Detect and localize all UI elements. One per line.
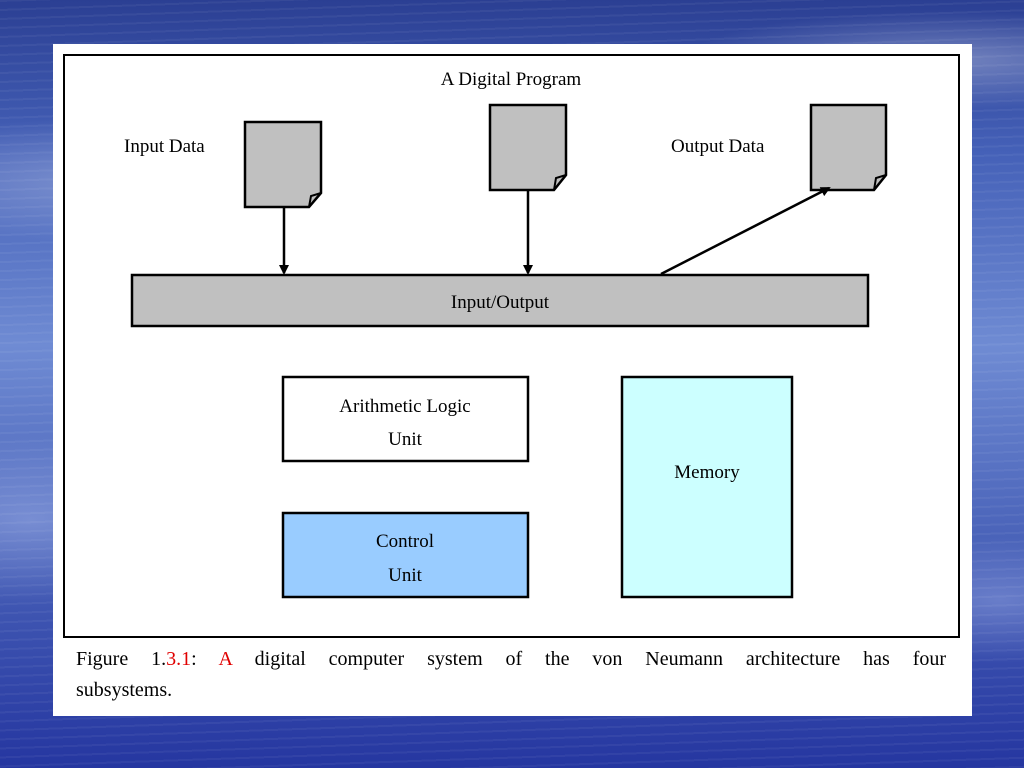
figure-caption: Figure 1.3.1: A digital computer system …: [76, 644, 946, 706]
slide-content-panel: A Digital Program Input Data Output Data…: [53, 44, 972, 716]
caption-figure-number: 3.1: [166, 648, 192, 670]
memory-label: Memory: [674, 462, 740, 483]
caption-red-word: A: [218, 648, 232, 670]
input-data-document-icon: [243, 120, 323, 209]
caption-text-line2: subsystems.: [76, 679, 173, 701]
alu-label-line1: Arithmetic Logic: [339, 396, 470, 417]
diagram-title: A Digital Program: [441, 69, 582, 90]
alu-box: [281, 375, 530, 463]
figure-frame: [63, 54, 960, 638]
alu-label-line2: Unit: [388, 429, 423, 450]
output-data-label: Output Data: [671, 136, 765, 157]
io-to-output-arrow: [660, 186, 831, 276]
output-data-document-icon: [809, 103, 888, 192]
program-document-icon: [488, 103, 568, 192]
caption-prefix: Figure 1.: [76, 648, 167, 670]
caption-colon: :: [191, 648, 219, 670]
von-neumann-diagram: A Digital Program Input Data Output Data…: [124, 69, 888, 599]
io-bar-label: Input/Output: [451, 292, 550, 313]
io-bar: [130, 273, 870, 328]
input-data-label: Input Data: [124, 136, 205, 157]
control-unit-box: [281, 511, 530, 599]
control-unit-label-line1: Control: [376, 531, 434, 552]
caption-text-line1: digital computer system of the von Neuma…: [231, 648, 947, 670]
memory-box: [620, 375, 794, 599]
control-unit-label-line2: Unit: [388, 565, 423, 586]
